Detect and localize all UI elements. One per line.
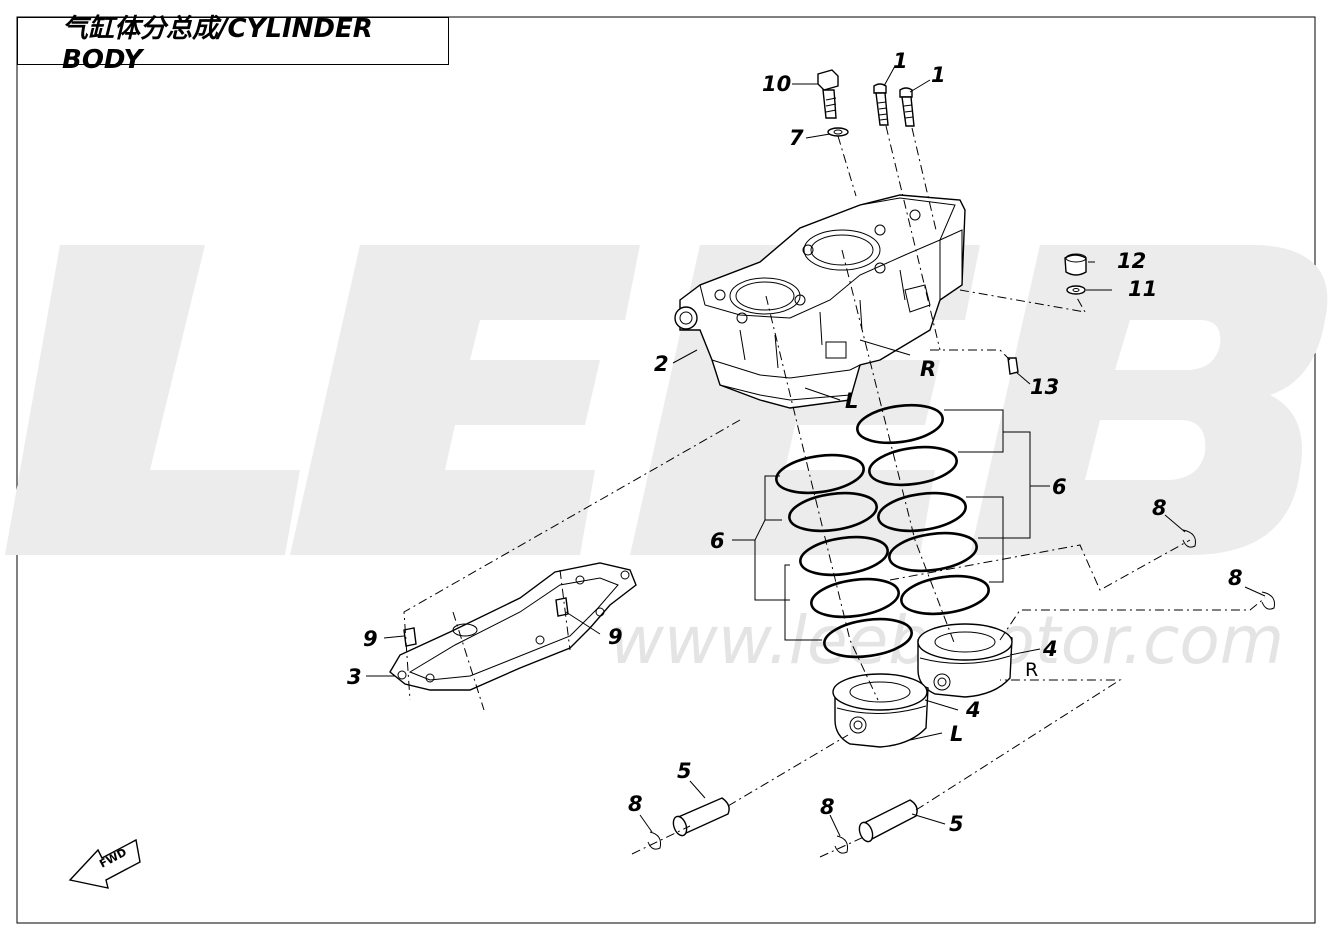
piston-r-label: R <box>1025 659 1038 681</box>
callout-10: 10 <box>762 72 791 96</box>
page-title: 气缸体分总成/CYLINDER BODY <box>17 14 449 75</box>
pistons <box>832 623 1013 748</box>
callout-5-right: 5 <box>949 812 964 836</box>
callout-11: 11 <box>1128 277 1157 301</box>
callout-1b: 1 <box>931 63 946 87</box>
callout-8-left: 8 <box>628 792 643 816</box>
callout-3: 3 <box>347 665 362 689</box>
callout-labels: 10 1 1 7 12 11 2 R 13 L 6 6 8 8 9 9 3 4 … <box>347 49 1243 836</box>
piston-pins <box>672 797 918 843</box>
callout-13: 13 <box>1030 375 1059 399</box>
callout-4-top: 4 <box>1042 637 1058 661</box>
callout-8-top: 8 <box>1152 496 1167 520</box>
cylinder-bolts <box>817 69 915 137</box>
callout-6-left: 6 <box>710 529 725 553</box>
piston-rings <box>775 403 990 659</box>
piston-l-label: L <box>950 722 963 746</box>
callout-8-right: 8 <box>1228 566 1243 590</box>
cylinder-r-label: R <box>920 357 936 381</box>
cylinder-gasket <box>389 562 637 691</box>
callout-4-bottom: 4 <box>965 698 981 722</box>
callout-8-center: 8 <box>820 795 835 819</box>
cylinder-body <box>674 194 966 409</box>
callout-5-left: 5 <box>677 759 692 783</box>
fwd-arrow-icon: FWD <box>68 838 141 889</box>
callout-2: 2 <box>654 352 669 376</box>
page-border <box>16 16 1316 924</box>
small-fittings <box>1007 253 1087 375</box>
cylinder-l-label: L <box>845 389 858 413</box>
callout-7: 7 <box>789 126 804 150</box>
circlips <box>647 529 1275 854</box>
callout-1a: 1 <box>893 49 908 73</box>
callout-9-left: 9 <box>363 627 378 651</box>
leader-lines <box>366 65 1266 858</box>
callout-9-right: 9 <box>608 625 623 649</box>
callout-12: 12 <box>1117 249 1146 273</box>
callout-6-right: 6 <box>1052 475 1067 499</box>
